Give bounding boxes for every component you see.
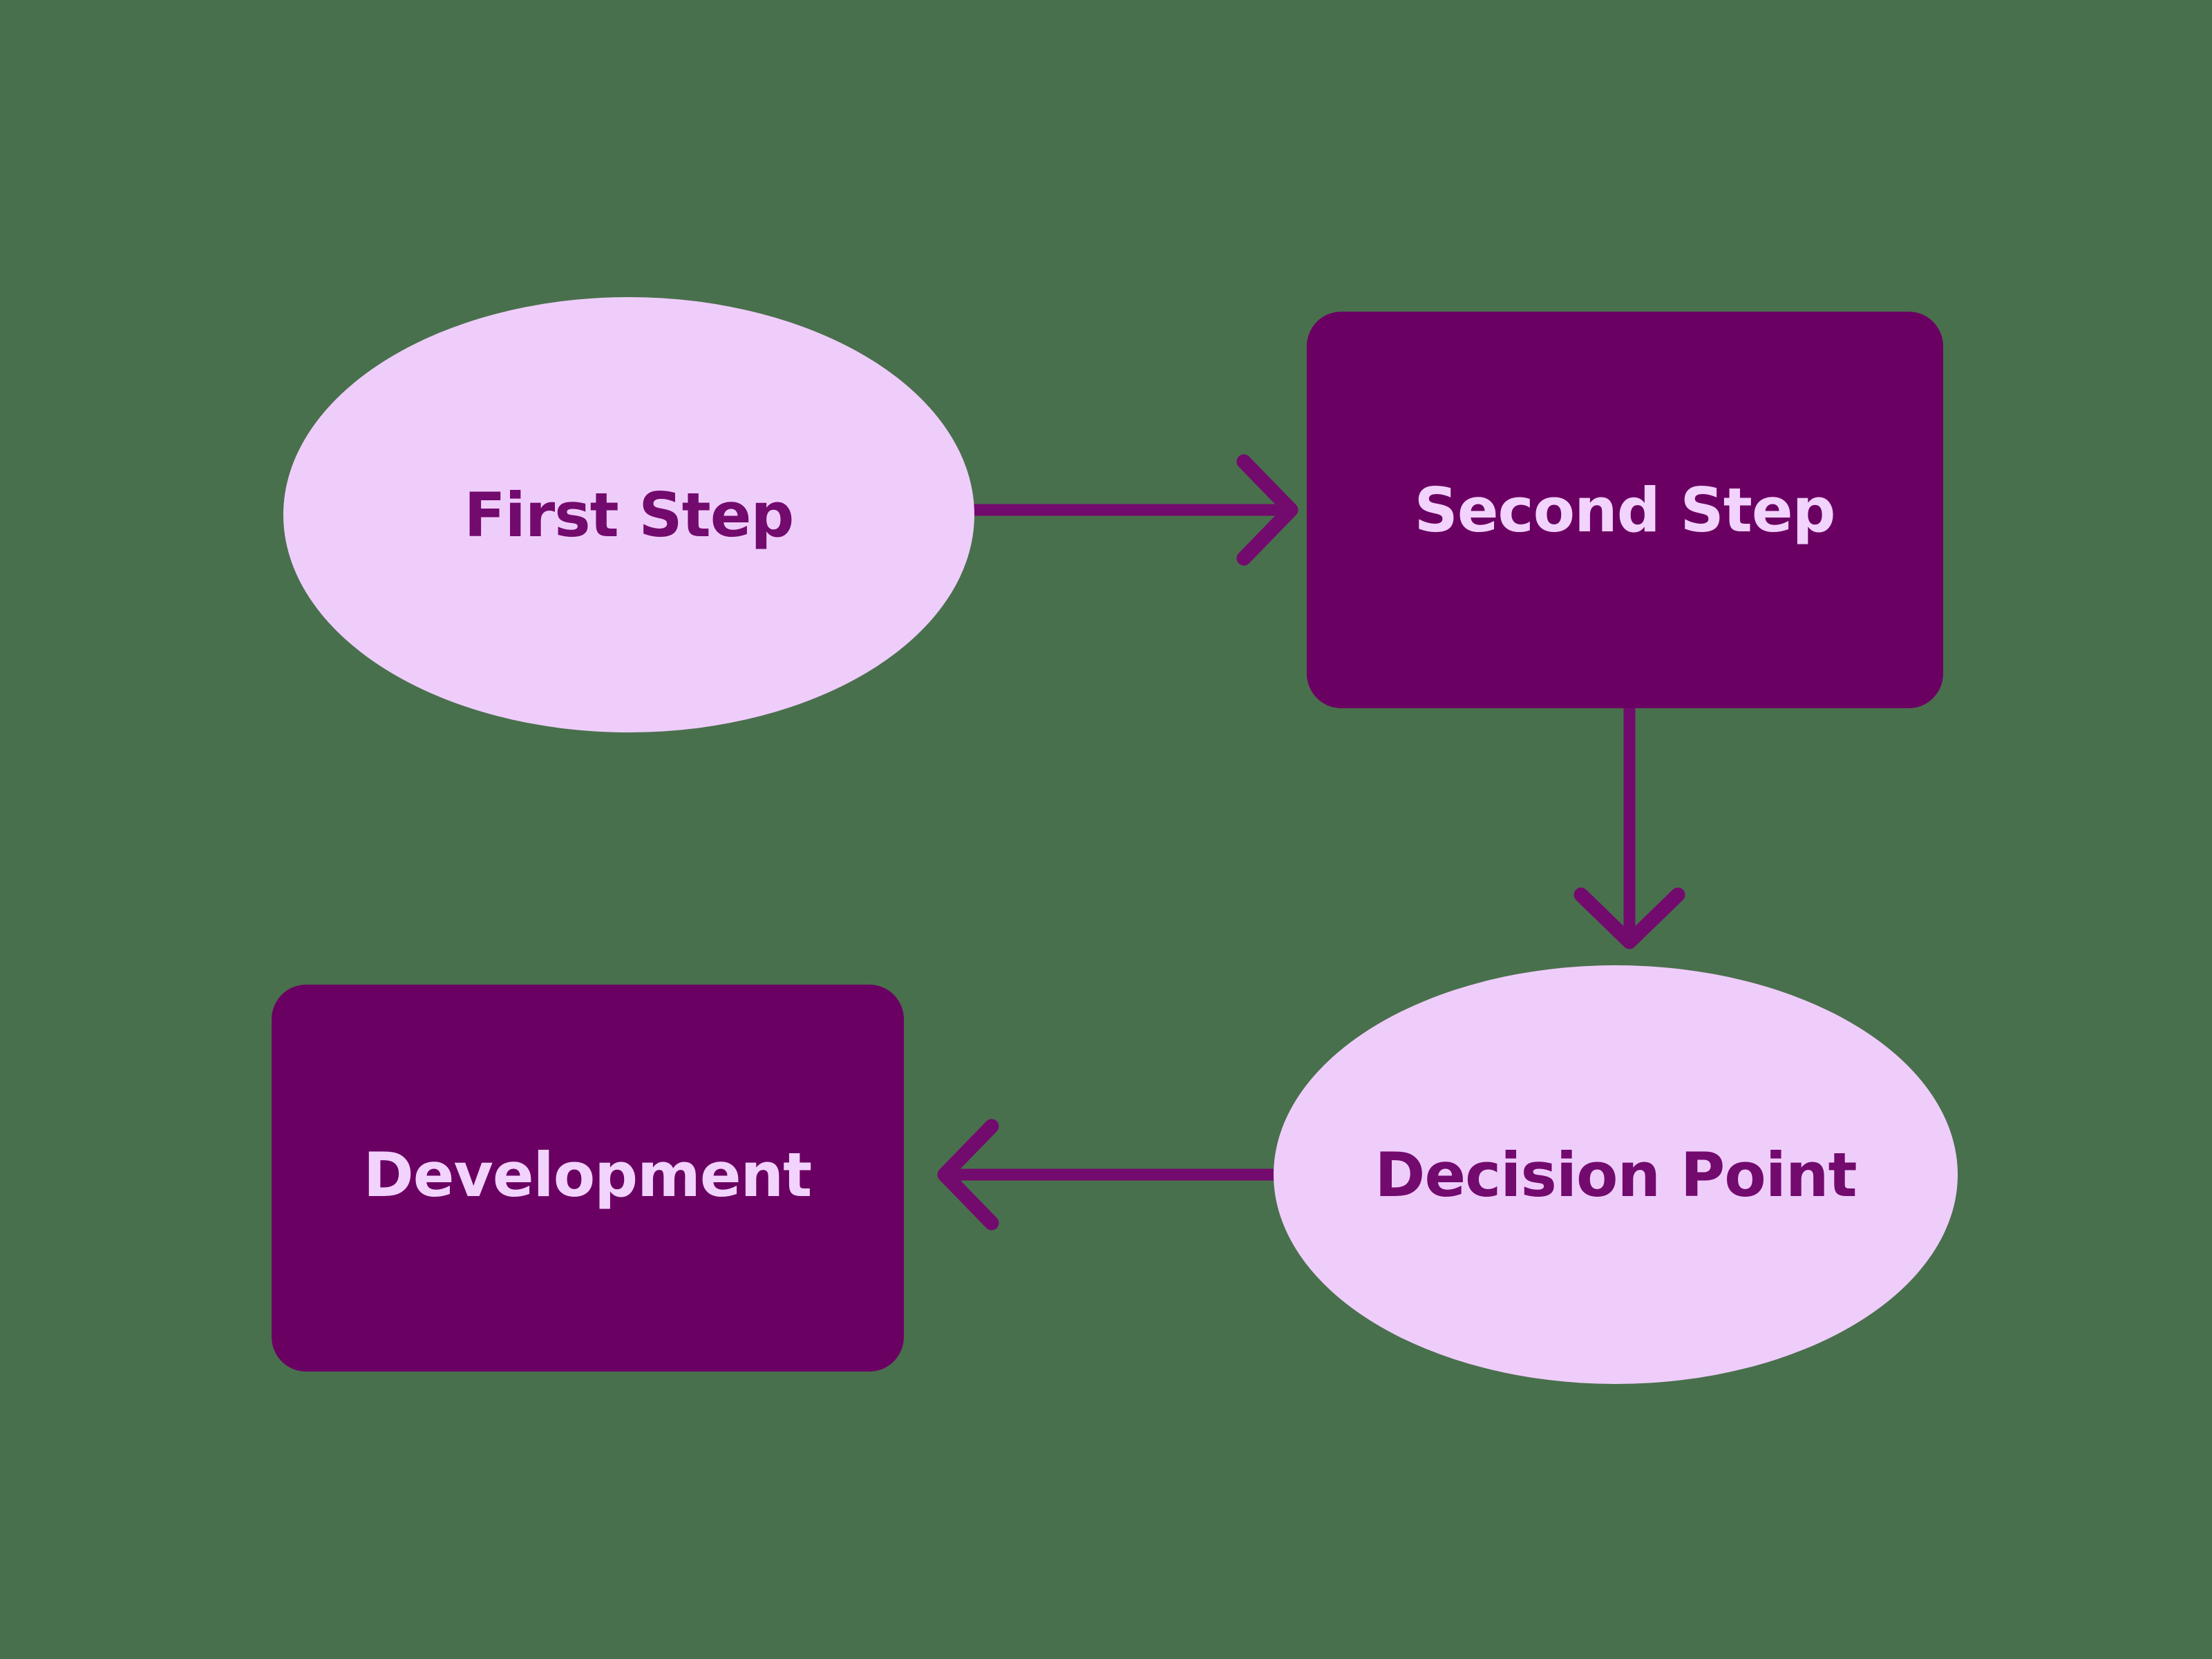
arrowhead-right-icon: [1236, 454, 1298, 566]
node-first-step-shape[interactable]: [283, 297, 974, 732]
node-decision-point[interactable]: Decision Point: [1274, 965, 1958, 1384]
node-decision-point-shape[interactable]: [1274, 965, 1958, 1384]
edge-second-to-decision[interactable]: [1573, 708, 1685, 949]
node-development-label: Development: [363, 1139, 811, 1211]
arrowhead-left-icon: [937, 1119, 999, 1231]
edge-decision-to-development[interactable]: [937, 1119, 1277, 1231]
node-decision-point-label: Decision Point: [1374, 1139, 1856, 1211]
node-first-step[interactable]: First Step: [283, 297, 974, 732]
node-development[interactable]: Development: [272, 985, 904, 1372]
arrowhead-down-icon: [1573, 887, 1685, 949]
node-second-step[interactable]: Second Step: [1307, 312, 1943, 708]
node-second-step-shape[interactable]: [1307, 312, 1943, 708]
node-second-step-label: Second Step: [1414, 475, 1835, 546]
edge-first-to-second[interactable]: [967, 454, 1298, 566]
node-development-shape[interactable]: [272, 985, 904, 1372]
node-first-step-label: First Step: [464, 480, 794, 551]
